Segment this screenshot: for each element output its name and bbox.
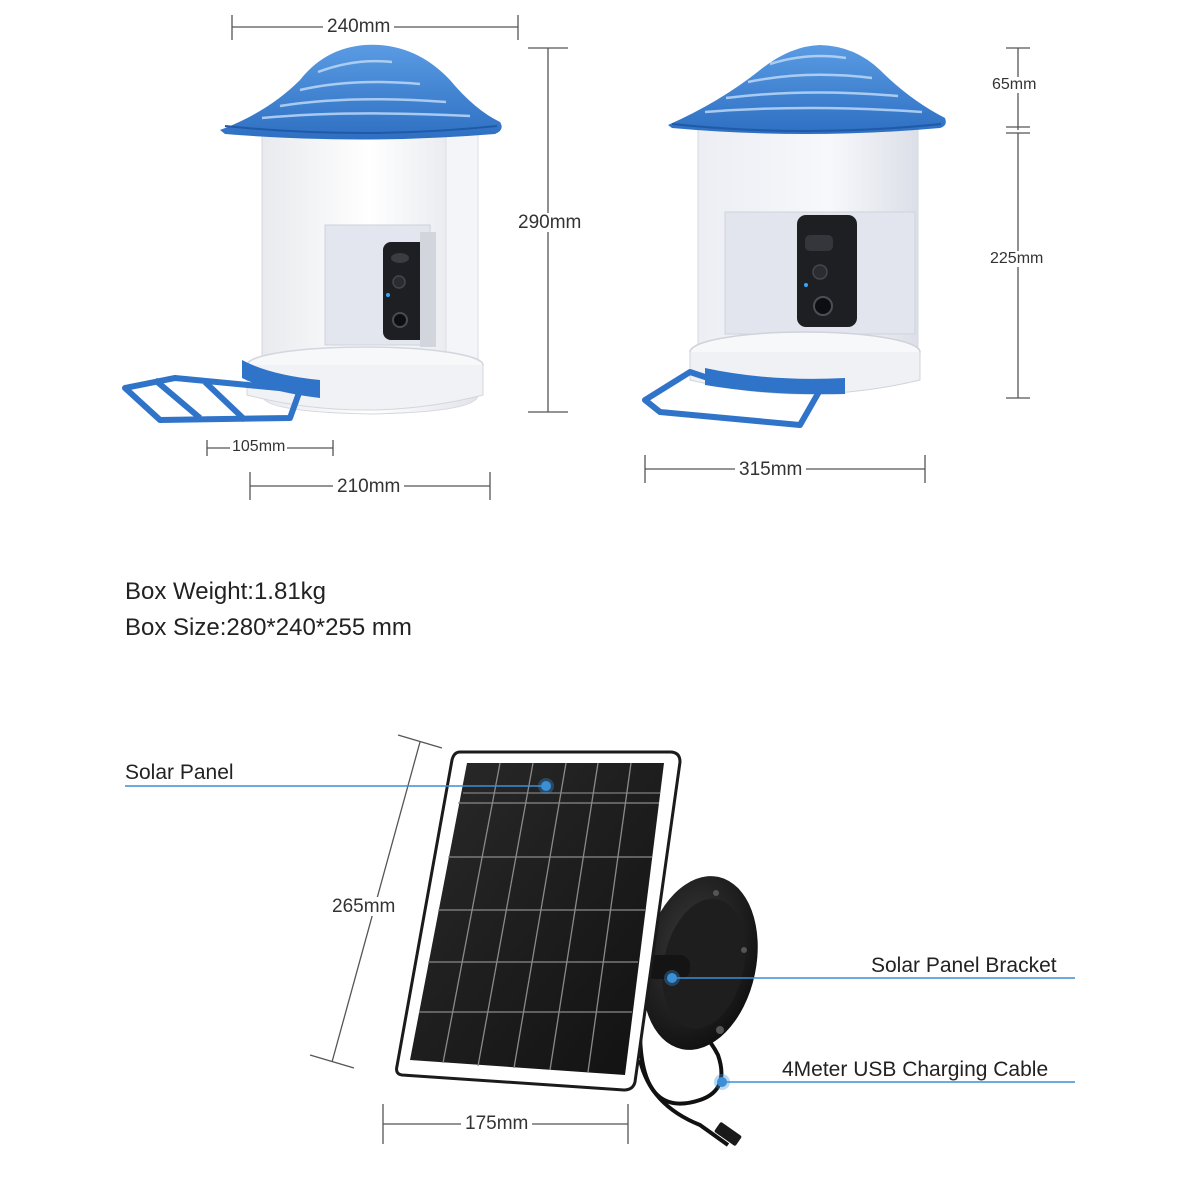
dimension-height-total: 290mm — [514, 213, 586, 232]
dimension-base-width: 210mm — [333, 477, 405, 496]
feeder-side-view — [642, 45, 946, 428]
box-size: Box Size:280*240*255 mm — [125, 614, 412, 641]
box-weight: Box Weight:1.81kg — [125, 578, 327, 605]
solar-panel — [395, 750, 758, 1147]
dimension-body-height: 225mm — [988, 250, 1046, 267]
dimension-depth: 315mm — [735, 460, 807, 479]
solar-panel-label: Solar Panel — [125, 761, 234, 784]
solar-bracket-label: Solar Panel Bracket — [871, 954, 1057, 977]
dimension-width-top: 240mm — [323, 17, 395, 36]
dimension-tray-width: 105mm — [230, 438, 288, 455]
dimension-roof-height: 65mm — [990, 76, 1039, 93]
usb-cable-label: 4Meter USB Charging Cable — [782, 1058, 1049, 1081]
dimension-solar-width: 175mm — [461, 1114, 533, 1133]
callout-leaders — [125, 778, 1075, 1090]
feeder-front-view — [122, 44, 502, 423]
dimension-solar-height: 265mm — [328, 897, 400, 916]
